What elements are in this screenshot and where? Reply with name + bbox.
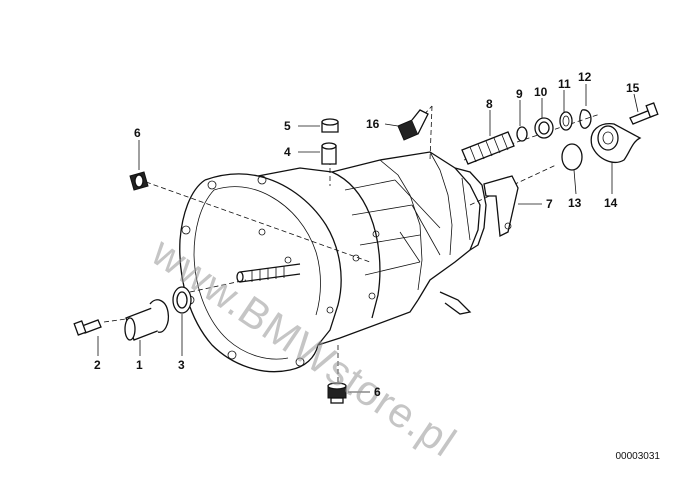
callout-9: 9 [516, 87, 523, 101]
callout-5: 5 [284, 119, 291, 133]
part-8-boot [461, 131, 515, 165]
callout-11: 11 [558, 77, 571, 91]
transmission-housing [179, 151, 487, 373]
part-11-ring [559, 111, 573, 131]
callout-3: 3 [178, 358, 185, 372]
part-4-sleeve [321, 142, 337, 165]
callout-13: 13 [568, 196, 582, 210]
callout-7: 7 [546, 197, 553, 211]
callout-2: 2 [94, 358, 101, 372]
part-7-bracket [483, 175, 519, 238]
part-6-plug-bottom [327, 382, 347, 404]
callout-4: 4 [284, 145, 291, 159]
part-15-bolt [629, 102, 659, 125]
callout-1: 1 [136, 358, 143, 372]
callout-14: 14 [604, 196, 618, 210]
part-14-cover-flange [590, 123, 642, 163]
callout-12: 12 [578, 70, 592, 84]
callout-6-bottom: 6 [374, 385, 381, 399]
diagram-reference-number: 00003031 [615, 451, 661, 462]
callout-10: 10 [534, 85, 548, 99]
part-1-guide-sleeve [124, 299, 170, 341]
part-9-ring [516, 126, 528, 142]
part-3-shaft-seal [172, 286, 192, 314]
callout-8: 8 [486, 97, 493, 111]
part-10-bearing [534, 117, 554, 139]
part-13-o-ring [561, 143, 583, 171]
callout-15: 15 [626, 81, 640, 95]
part-5-plug [321, 118, 339, 133]
callout-ticks [97, 84, 639, 393]
callout-16: 16 [366, 117, 380, 131]
part-6-plug-top [129, 171, 149, 191]
part-2-bolt [73, 319, 102, 336]
part-12-circlip [579, 109, 592, 129]
callout-6-top: 6 [134, 126, 141, 140]
part-16-sensor [397, 109, 429, 141]
